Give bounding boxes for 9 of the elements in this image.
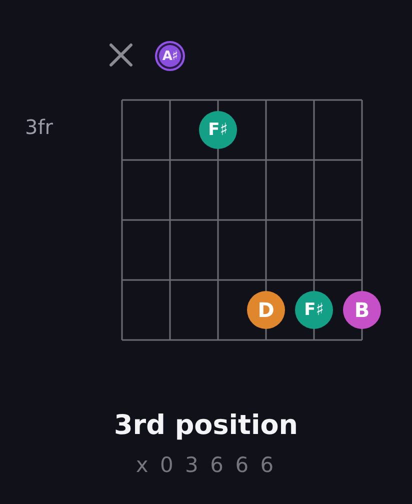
fingering-text: x 0 3 6 6 6	[136, 455, 276, 476]
fret-position-label: 3fr	[25, 117, 53, 137]
open-string-note-marker: A♯	[155, 41, 185, 71]
muted-string-cross-icon	[109, 43, 133, 67]
note-marker: D	[247, 291, 285, 329]
note-marker: F♯	[295, 291, 333, 329]
note-marker: B	[343, 291, 381, 329]
chord-title: 3rd position	[114, 412, 298, 439]
note-marker: F♯	[199, 111, 237, 149]
